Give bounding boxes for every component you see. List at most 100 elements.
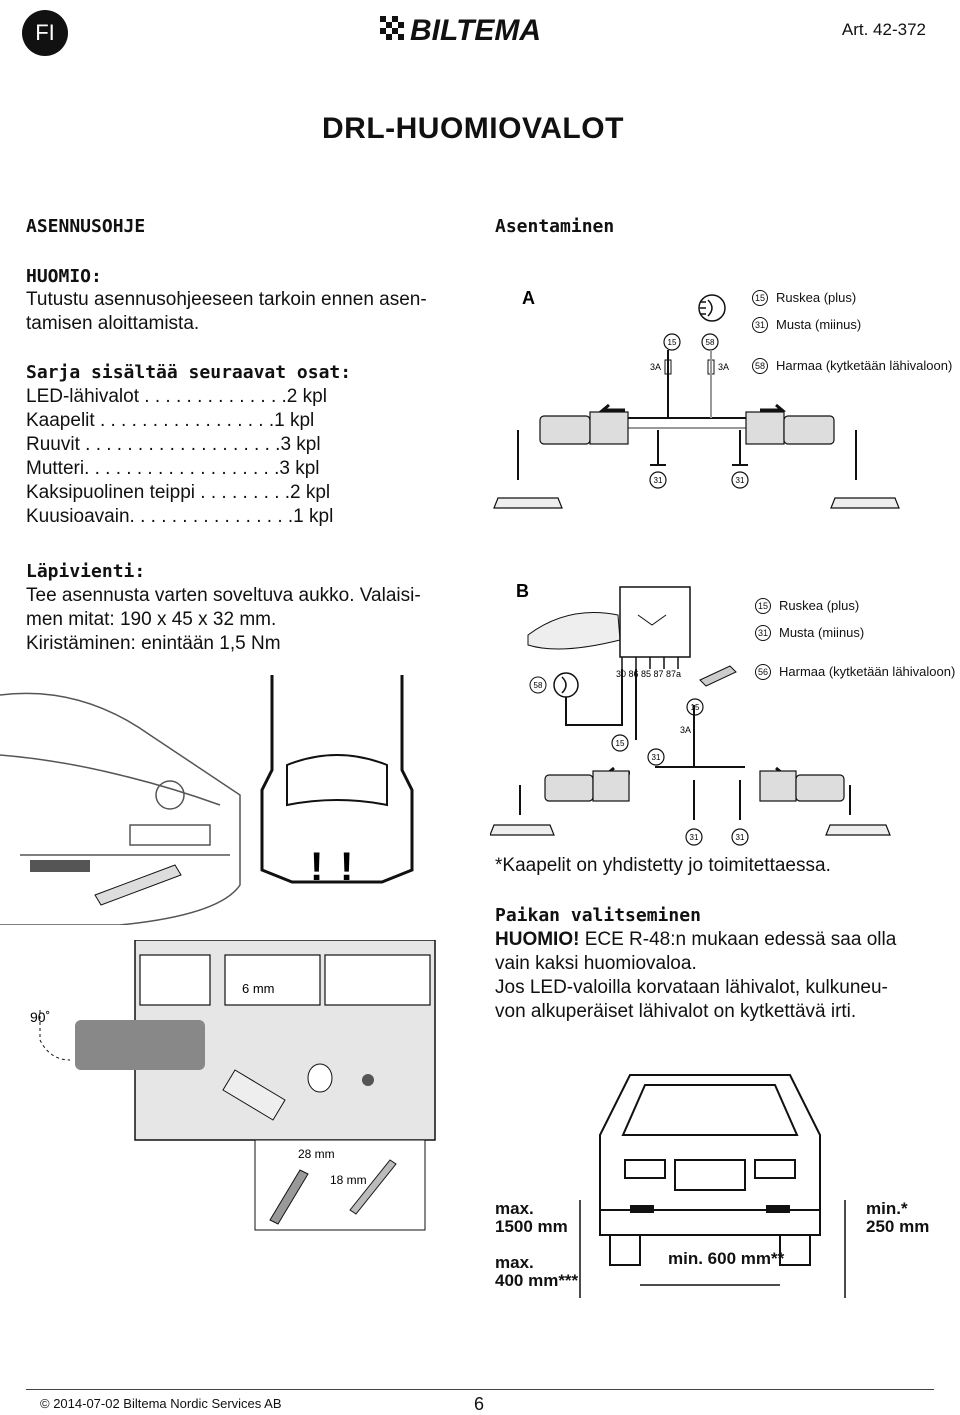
- headlight-symbol-icon: [553, 672, 579, 698]
- wiring-diagram-a: A 15 58 3A 3A 31 31: [493, 288, 900, 509]
- legend-text: Musta (miinus): [776, 317, 862, 332]
- drill-size: 6 mm: [242, 981, 275, 996]
- step-marker: [139, 954, 211, 1006]
- dim-text: 400 mm***: [495, 1271, 579, 1290]
- placement-heading: Paikan valitseminen: [495, 905, 701, 926]
- note-line: tamisen aloittamista.: [26, 313, 200, 334]
- min-spacing-label: min. 600 mm**: [668, 1249, 785, 1268]
- language-badge: FI: [22, 10, 68, 56]
- terminal-label: 15: [616, 739, 625, 748]
- through-text: Tee asennusta varten soveltuva aukko. Va…: [26, 584, 421, 656]
- hex-key-icon: [349, 1159, 397, 1215]
- connector-plug: [783, 415, 835, 445]
- legend-text: Harmaa (kytketään lähivaloon): [779, 664, 956, 679]
- through-line: Tee asennusta varten soveltuva aukko. Va…: [26, 585, 421, 606]
- brand-text: BILTEMA: [410, 14, 541, 46]
- step-size: 28 mm: [298, 1147, 335, 1161]
- relay-box: [619, 586, 691, 658]
- placement-line: vain kaksi huomiovaloa.: [495, 953, 697, 974]
- kit-item: Kaksipuolinen teippi . . . . . . . . .2 …: [26, 482, 331, 503]
- terminal-label: 31: [736, 476, 745, 485]
- max-edge-label: max. 400 mm***: [495, 1254, 578, 1290]
- angle-label: 90˚: [30, 1009, 50, 1025]
- cable-tie-icon: [699, 665, 737, 687]
- step-bolt: [324, 954, 431, 1006]
- warning-icon: !: [310, 845, 323, 889]
- car-topview-illustration: ! !: [260, 675, 414, 889]
- kit-item: Ruuvit . . . . . . . . . . . . . . . . .…: [26, 434, 321, 455]
- language-code: FI: [35, 20, 55, 45]
- kit-heading: Sarja sisältää seuraavat osat:: [26, 362, 352, 383]
- relay-pins: 30 86 85 87 87a: [616, 669, 681, 679]
- terminal-badge: 15: [755, 597, 771, 614]
- connector-socket: [745, 411, 785, 445]
- led-lamp: [493, 497, 563, 509]
- diagram-b-label: B: [516, 581, 529, 601]
- kit-item: LED-lähivalot . . . . . . . . . . . . . …: [26, 386, 327, 407]
- legend-text: Musta (miinus): [779, 625, 865, 640]
- legend-text: Ruskea (plus): [776, 290, 857, 305]
- car-headlight-icon: [527, 612, 621, 650]
- diagram-a-label: A: [522, 288, 535, 308]
- step-size: 18 mm: [330, 1173, 367, 1187]
- note-line: Tutustu asennusohjeeseen tarkoin ennen a…: [26, 289, 427, 310]
- legend-text: Ruskea (plus): [779, 598, 860, 613]
- headlight-symbol-icon: [698, 294, 726, 322]
- terminal-label: 31: [736, 833, 745, 842]
- through-line: men mitat: 190 x 45 x 32 mm.: [26, 609, 277, 630]
- dim-text: 1500 mm: [495, 1217, 568, 1236]
- dim-text: 250 mm: [866, 1217, 930, 1236]
- terminal-badge: 31: [752, 316, 768, 333]
- connector-plug: [539, 415, 591, 445]
- led-lamp: [825, 824, 891, 836]
- led-lamp: [490, 824, 555, 836]
- terminal-label: 15: [691, 703, 700, 712]
- warning-icon: !: [340, 845, 353, 889]
- dim-text: max.: [495, 1199, 534, 1218]
- copyright: © 2014-07-02 Biltema Nordic Services AB: [40, 1396, 282, 1411]
- fuse-label: 3A: [650, 362, 661, 372]
- connector-socket: [592, 770, 630, 802]
- fuse-label: 3A: [680, 725, 691, 735]
- connector-socket: [759, 770, 797, 802]
- article-number: Art. 42-372: [841, 20, 926, 39]
- max-height-label: max. 1500 mm: [495, 1200, 568, 1236]
- drilling-illustration: 6 mm 90˚ 28 mm 18 mm: [30, 940, 436, 1231]
- terminal-label: 31: [652, 753, 661, 762]
- car-dimension-illustration: [579, 1074, 846, 1298]
- note-heading: HUOMIO:: [26, 266, 102, 287]
- page-number: 6: [474, 1394, 485, 1414]
- brand-logo: BILTEMA: [380, 14, 541, 46]
- terminal-label: 31: [690, 833, 699, 842]
- car-front-illustration: [0, 692, 241, 925]
- placement-text: HUOMIO! ECE R-48:n mukaan edessä saa oll…: [495, 928, 935, 1024]
- terminal-label: 58: [534, 681, 543, 690]
- terminal-label: 31: [654, 476, 663, 485]
- note-text: Tutustu asennusohjeeseen tarkoin ennen a…: [26, 288, 427, 336]
- step-drill: [224, 954, 321, 1006]
- terminal-label: 15: [668, 338, 677, 347]
- install-heading: ASENNUSOHJE: [26, 216, 146, 237]
- terminal-badge: 56: [755, 663, 771, 680]
- precut-note: *Kaapelit on yhdistetty jo toimitettaess…: [495, 855, 831, 876]
- footer-rule: [26, 1389, 934, 1390]
- fuse-label: 3A: [718, 362, 729, 372]
- placement-line: von alkuperäiset lähivalot on kytkettävä…: [495, 1001, 857, 1022]
- page-title: DRL-HUOMIOVALOT: [322, 112, 624, 145]
- led-lamp: [94, 864, 182, 906]
- connector-plug: [795, 774, 845, 802]
- min-height-label: min.* 250 mm: [866, 1200, 929, 1236]
- terminal-badge: 15: [752, 289, 768, 306]
- placement-note-bold: HUOMIO!: [495, 929, 580, 950]
- step-drill-icon: [269, 1169, 309, 1225]
- connector-socket: [589, 411, 629, 445]
- led-lamp: [830, 497, 900, 509]
- through-line: Kiristäminen: enintään 1,5 Nm: [26, 633, 281, 654]
- terminal-badge: 31: [755, 624, 771, 641]
- kit-list: LED-lähivalot . . . . . . . . . . . . . …: [26, 385, 333, 529]
- connector-plug: [544, 774, 594, 802]
- legend-b: 15 Ruskea (plus) 31 Musta (miinus) 56 Harma…: [755, 592, 955, 685]
- kit-item: Kuusioavain. . . . . . . . . . . . . . .…: [26, 506, 334, 527]
- dim-text: min.*: [866, 1199, 908, 1218]
